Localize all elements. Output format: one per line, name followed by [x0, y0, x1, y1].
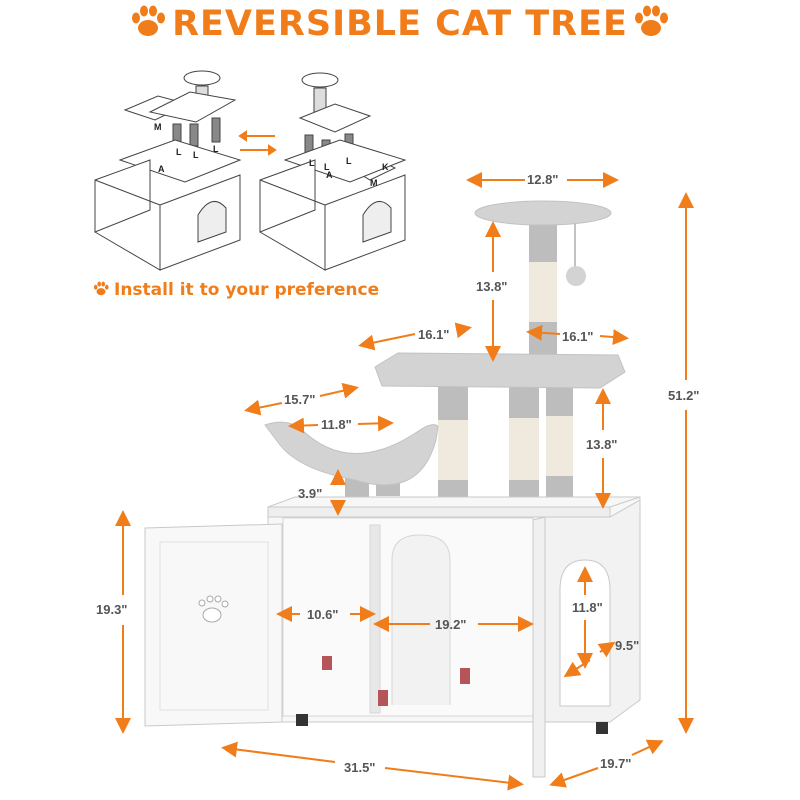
diagram-label: L — [176, 147, 182, 157]
diagram-label: M — [154, 122, 162, 132]
dim-side-hole-height: 11.8" — [572, 600, 603, 615]
dim-hammock-outer: 15.7" — [284, 392, 316, 407]
paw-icon — [635, 5, 668, 36]
assembly-diagram-right — [259, 72, 407, 271]
dim-left-compartment: 10.6" — [307, 607, 339, 622]
dim-cabinet-length: 31.5" — [344, 760, 376, 775]
dim-top-perch-width: 12.8" — [527, 172, 559, 187]
assembly-diagram-left — [94, 70, 242, 271]
diagram-label: L — [193, 150, 199, 160]
page-title: REVERSIBLE CAT TREE — [0, 4, 800, 44]
diagram-label: K — [382, 162, 389, 172]
dim-cabinet-height: 19.3" — [96, 602, 128, 617]
diagram-label: L — [346, 156, 352, 166]
diagram-label: L — [213, 144, 219, 154]
dim-right-compartment: 19.2" — [435, 617, 467, 632]
diagram-label: M — [370, 178, 378, 188]
dim-side-hole-width: 9.5" — [615, 638, 640, 653]
cabinet-door — [144, 523, 283, 727]
swap-arrows — [238, 130, 277, 156]
paw-icon — [198, 595, 229, 623]
dim-upper-post-height: 13.8" — [476, 279, 508, 294]
dim-platform-right-width: 16.1" — [562, 329, 594, 344]
assembly-diagrams: M L L L A L L L A K M — [94, 70, 407, 271]
dim-hammock-post: 3.9" — [298, 486, 323, 501]
diagram-label: L — [324, 162, 330, 172]
middle-platform — [374, 352, 626, 389]
dim-platform-left-width: 16.1" — [418, 327, 450, 342]
top-perch — [474, 200, 612, 226]
dim-total-height: 51.2" — [668, 388, 700, 403]
dim-lower-post-height: 13.8" — [586, 437, 618, 452]
paw-icon — [92, 281, 110, 302]
diagram-label: A — [326, 170, 333, 180]
paw-icon — [132, 5, 165, 36]
dim-cabinet-depth: 19.7" — [600, 756, 632, 771]
tagline-text: Install it to your preference — [114, 280, 380, 300]
hanging-ball — [566, 266, 586, 286]
diagram-label: L — [309, 158, 315, 168]
title-text: REVERSIBLE CAT TREE — [172, 4, 628, 44]
dim-hammock-inner: 11.8" — [321, 417, 352, 432]
diagram-label: A — [158, 164, 165, 174]
tagline: Install it to your preference — [92, 280, 379, 302]
